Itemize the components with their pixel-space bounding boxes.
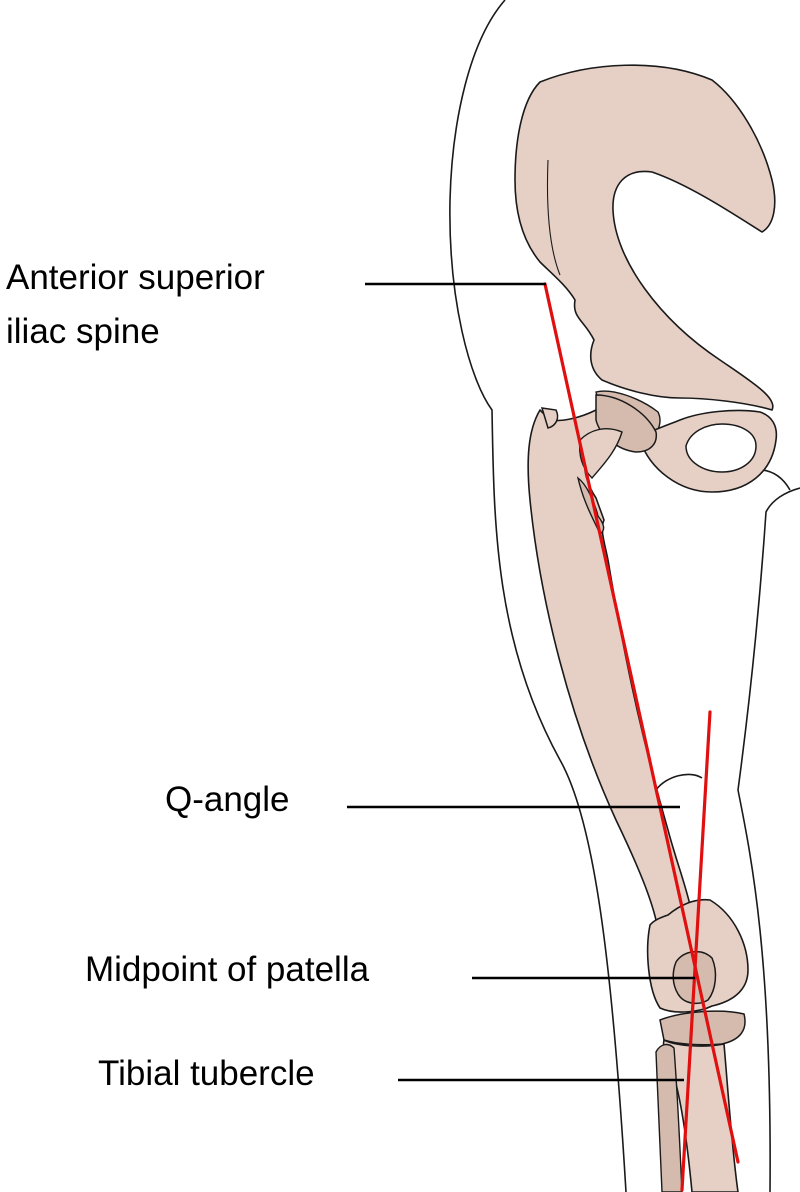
patella-to-tibial-line bbox=[680, 710, 712, 1192]
patella-label: Midpoint of patella bbox=[85, 950, 370, 989]
obturator-foramen bbox=[685, 423, 757, 473]
femoral-neck bbox=[578, 428, 623, 480]
asis-label-line1: Anterior superior bbox=[6, 258, 265, 297]
femur-shaft bbox=[527, 409, 691, 931]
axis-lines bbox=[543, 282, 740, 1192]
asis-label-line2: iliac spine bbox=[6, 312, 160, 351]
inner-thigh-contour bbox=[737, 487, 800, 1192]
fibula bbox=[655, 1043, 683, 1192]
leader-lines bbox=[347, 282, 695, 1082]
q-angle-label: Q-angle bbox=[165, 780, 290, 819]
greater-trochanter bbox=[540, 407, 559, 429]
q-angle-arc bbox=[655, 773, 703, 791]
lower-leg-bones bbox=[655, 1010, 746, 1192]
tibial-plateau bbox=[659, 1010, 746, 1046]
asis-to-patella-line bbox=[543, 282, 740, 1164]
outer-thigh-contour bbox=[449, 0, 627, 1192]
ilium bbox=[514, 64, 776, 411]
ilium-inner-edge bbox=[546, 159, 561, 276]
tibial-label: Tibial tubercle bbox=[98, 1054, 315, 1093]
